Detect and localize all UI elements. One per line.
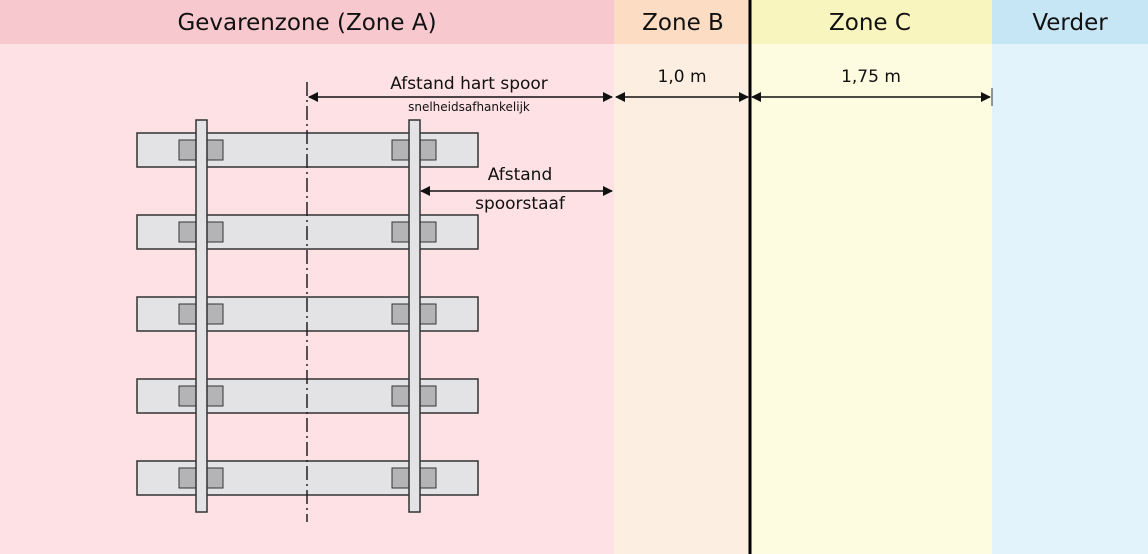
- zone-b-width-label: 1,0 m: [658, 67, 707, 87]
- zone-a-title: Gevarenzone (Zone A): [177, 10, 436, 36]
- zone-verder-body: [992, 0, 1148, 554]
- zone-a-header: [0, 0, 614, 44]
- rail-right: [408, 119, 421, 513]
- track-center-distance-label: Afstand hart spoor: [390, 74, 548, 94]
- zone-verder-header: [992, 0, 1148, 44]
- track-center-distance-sublabel: snelheidsafhankelijk: [408, 100, 530, 114]
- rail-distance-label-line1: Afstand: [488, 165, 553, 185]
- zone-b-header: [614, 0, 750, 44]
- zone-b-title: Zone B: [642, 10, 724, 36]
- zone-c-width-label: 1,75 m: [841, 67, 901, 87]
- zone-c-header: [750, 0, 992, 44]
- zone-c-title: Zone C: [829, 10, 911, 36]
- rail-distance-label-line2: spoorstaaf: [475, 194, 566, 214]
- rail-left: [195, 119, 208, 513]
- zone-verder-title: Verder: [1032, 10, 1108, 36]
